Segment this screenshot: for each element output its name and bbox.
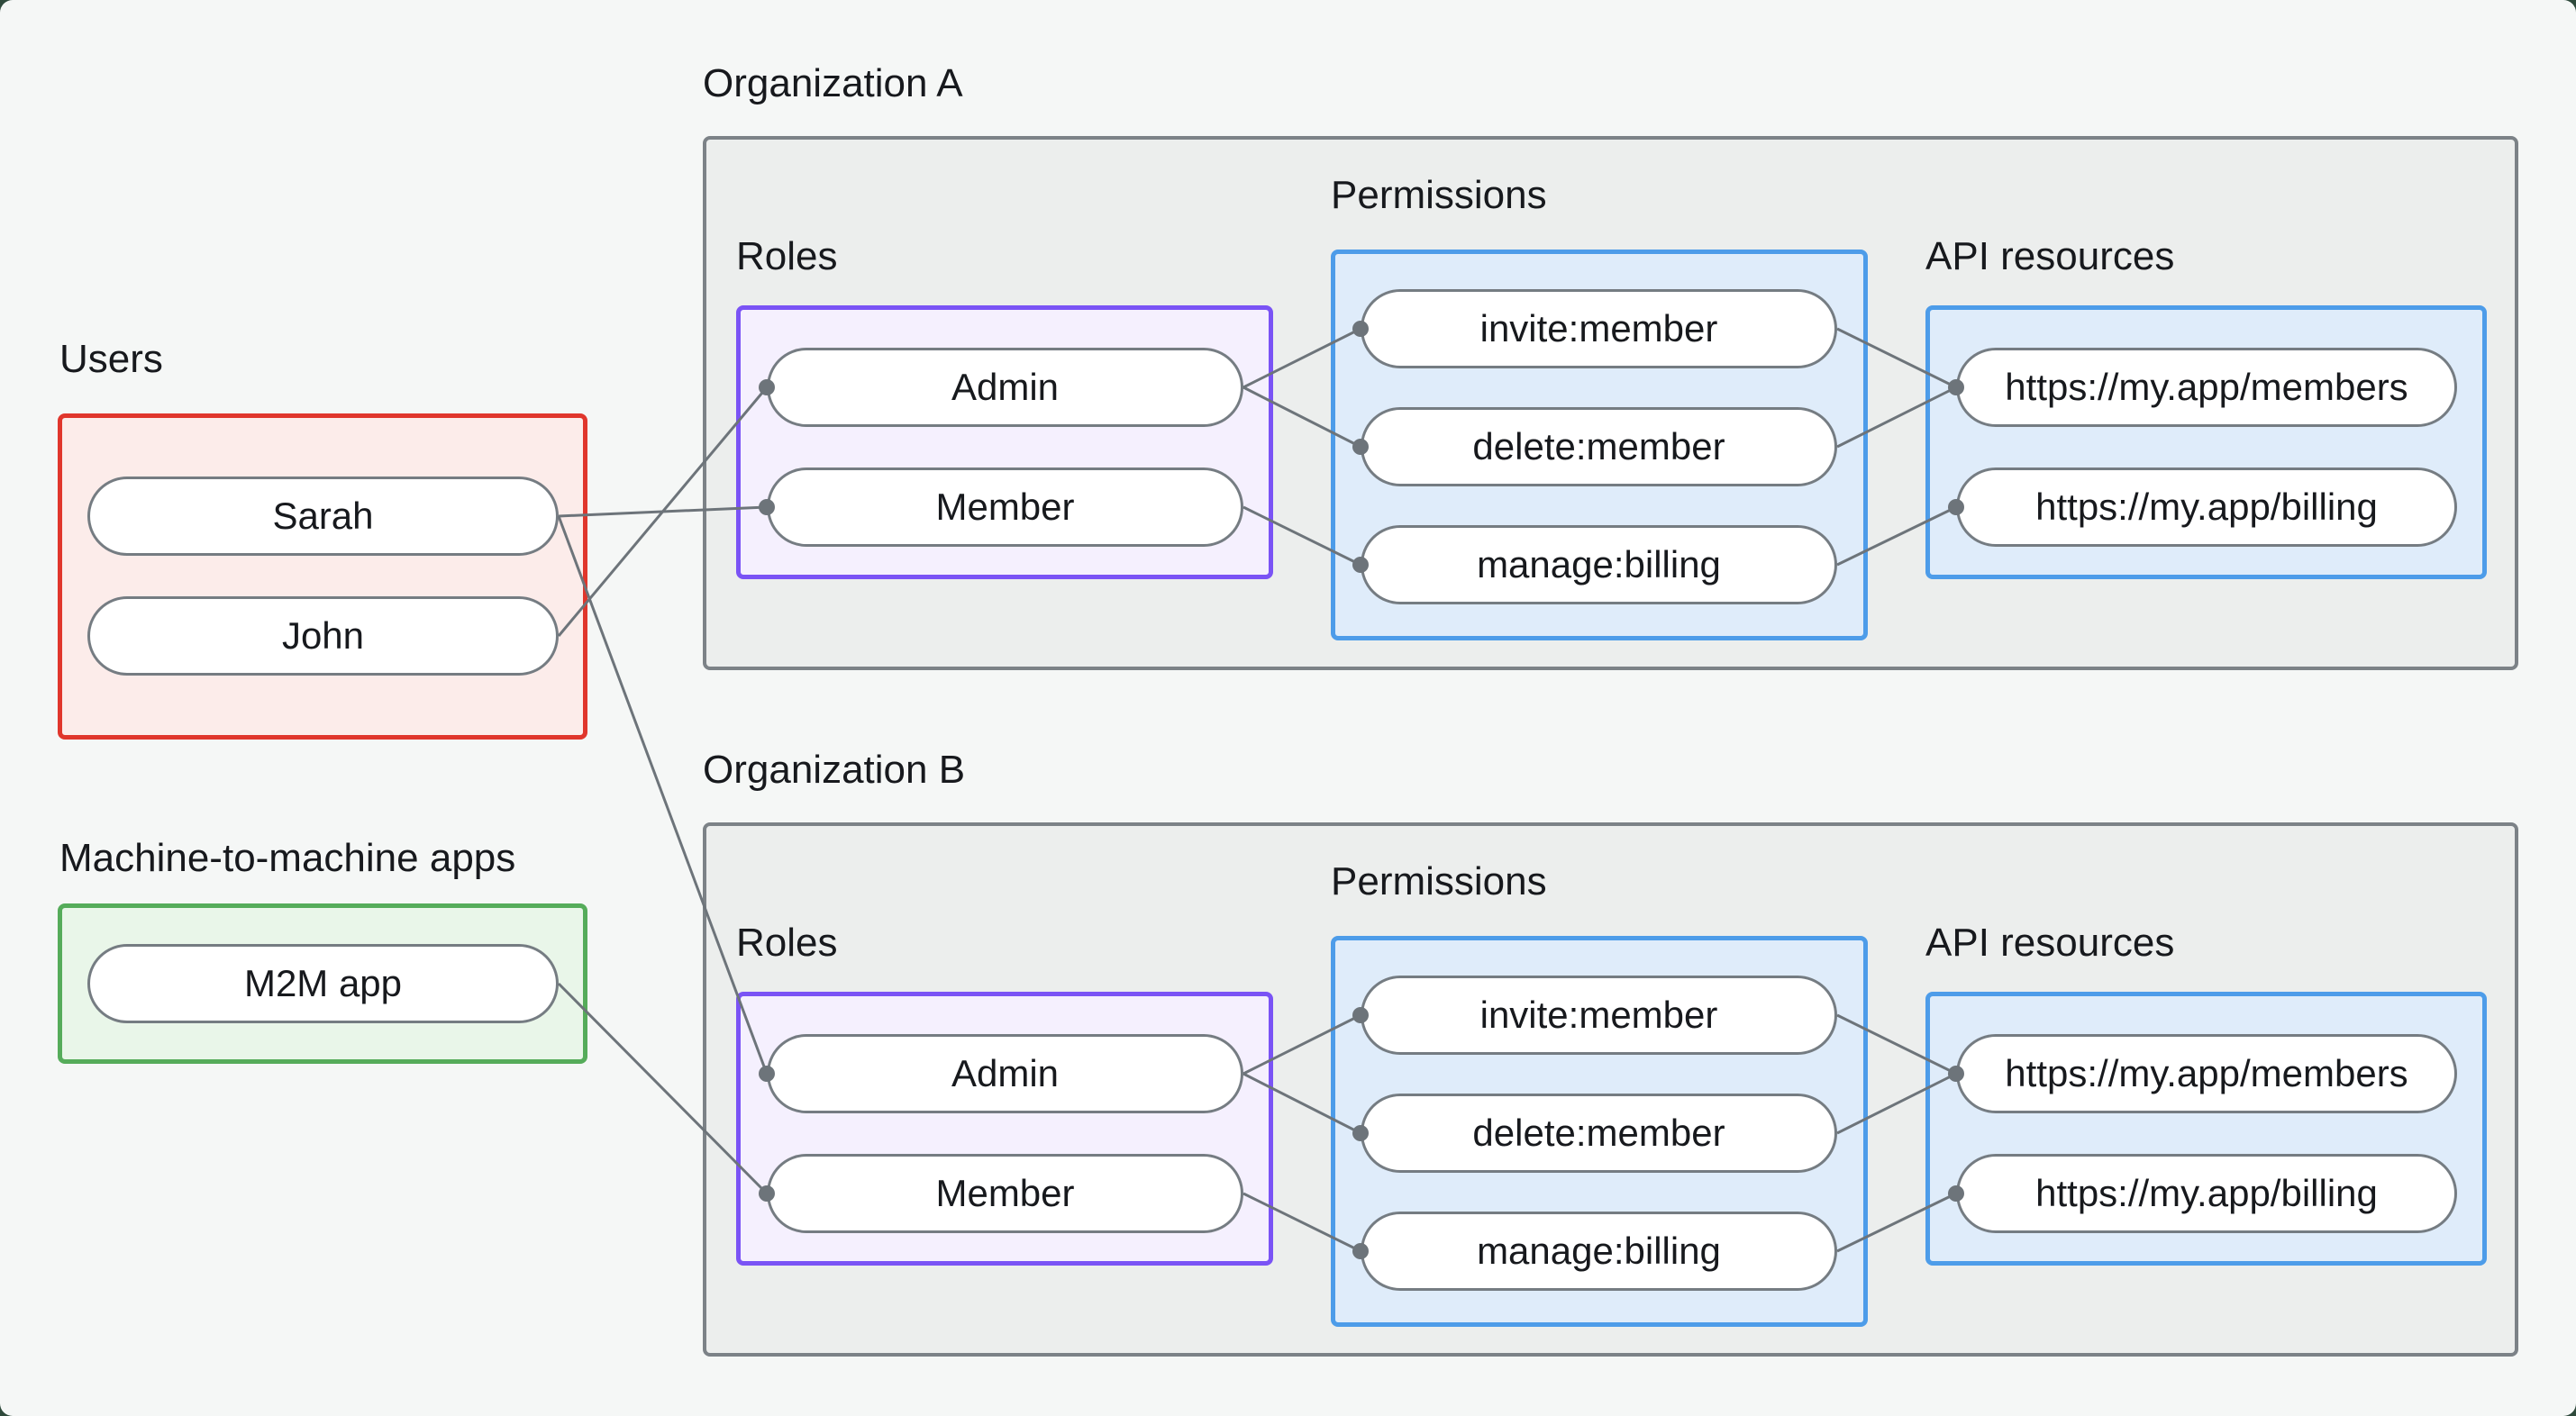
node-org-a-api-billing: https://my.app/billing	[1956, 467, 2457, 547]
org-a-permissions-label: Permissions	[1331, 173, 1547, 217]
node-org-a-delete-member: delete:member	[1361, 407, 1837, 486]
org-b-roles-label: Roles	[736, 921, 838, 965]
node-sarah: Sarah	[87, 477, 559, 556]
node-org-a-invite-member: invite:member	[1361, 289, 1837, 368]
node-org-b-manage-billing: manage:billing	[1361, 1212, 1837, 1291]
users-group-label: Users	[59, 337, 163, 381]
org-b-label: Organization B	[703, 748, 966, 792]
users-group-box	[58, 413, 587, 740]
org-b-api-label: API resources	[1925, 921, 2175, 965]
node-m2m-app: M2M app	[87, 944, 559, 1023]
node-org-b-member: Member	[767, 1154, 1243, 1233]
org-a-api-label: API resources	[1925, 234, 2175, 278]
m2m-group-label: Machine-to-machine apps	[59, 836, 516, 880]
node-org-b-delete-member: delete:member	[1361, 1094, 1837, 1173]
node-org-b-admin: Admin	[767, 1034, 1243, 1113]
org-b-permissions-label: Permissions	[1331, 859, 1547, 903]
node-org-a-admin: Admin	[767, 348, 1243, 427]
node-john: John	[87, 596, 559, 676]
node-org-a-api-members: https://my.app/members	[1956, 348, 2457, 427]
node-org-a-member: Member	[767, 467, 1243, 547]
node-org-b-invite-member: invite:member	[1361, 976, 1837, 1055]
node-org-b-api-members: https://my.app/members	[1956, 1034, 2457, 1113]
org-a-label: Organization A	[703, 61, 963, 105]
node-org-a-manage-billing: manage:billing	[1361, 525, 1837, 604]
node-org-b-api-billing: https://my.app/billing	[1956, 1154, 2457, 1233]
org-a-roles-label: Roles	[736, 234, 838, 278]
